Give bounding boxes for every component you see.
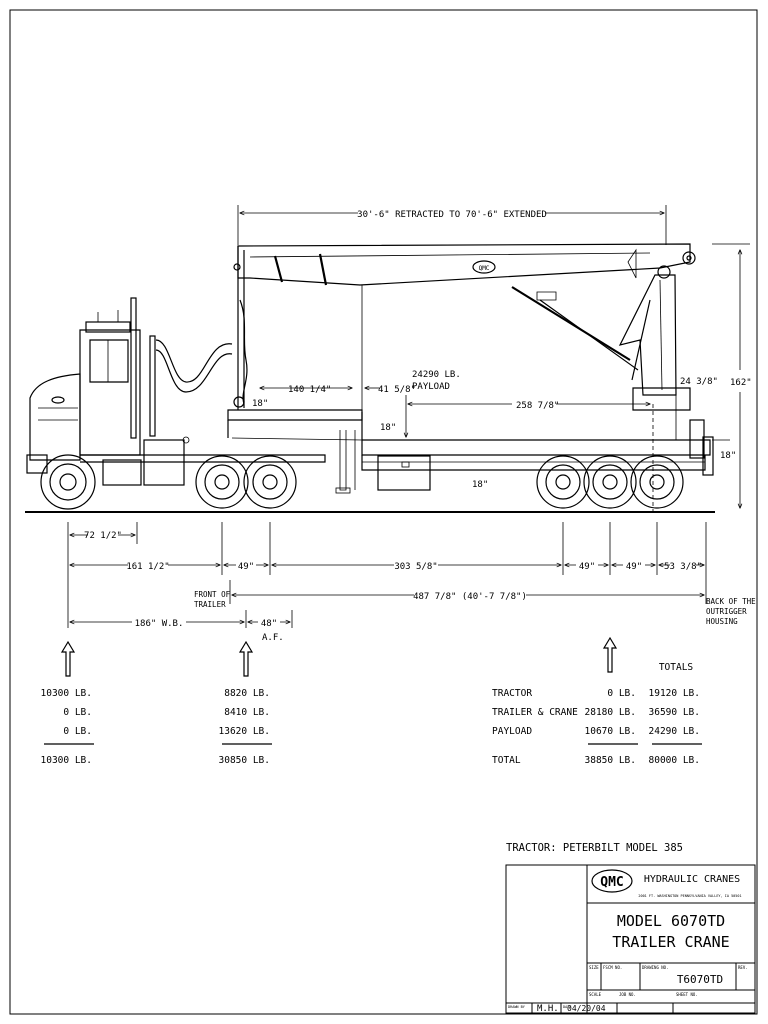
drawing-number: T6070TD [677, 973, 723, 986]
scale-label: SCALE [589, 992, 602, 997]
steer-axle-loads: 10300 LB. 0 LB. 0 LB. 10300 LB. [41, 688, 94, 766]
row-total-total: 80000 LB. [649, 755, 700, 766]
drive-load-total: 30850 LB. [219, 755, 270, 766]
steer-wheel [40, 454, 96, 510]
model-line-1: MODEL 6070TD [617, 912, 725, 930]
title-block: QMC HYDRAULIC CRANES 2001 FT. WASHINGTON… [505, 864, 756, 1014]
payload-note-1: 24290 LB. [412, 370, 461, 380]
size-label: SIZE [589, 965, 599, 970]
fscm-label: FSCM NO. [603, 965, 622, 970]
back-housing-1: BACK OF THE [706, 597, 756, 606]
overall-height-dimension: 162" [712, 243, 752, 508]
af-label: A.F. [262, 633, 284, 643]
row-trailer-axles-total: 38850 LB. [585, 755, 636, 766]
company-name: HYDRAULIC CRANES [644, 874, 740, 885]
drive-load-2: 8410 LB. [224, 707, 270, 718]
dim-186: 186" W.B. [135, 619, 184, 629]
row-label-payload: PAYLOAD [492, 726, 532, 737]
boom-tip-sheave [682, 251, 696, 265]
drive-load-3: 13620 LB. [219, 726, 270, 737]
row-total-tractor: 19120 LB. [649, 688, 700, 699]
dim-18b: 18" [380, 423, 396, 433]
sheet-label: SHEET NO. [676, 992, 698, 997]
company-address: 2001 FT. WASHINGTON PENNSYLVANIA VALLEY,… [638, 894, 741, 898]
dim-49c: 49" [626, 562, 642, 572]
axle-dimensions: 72 1/2" 161 1/2" 49" 303 5/8" 49" 49" 53… [67, 522, 756, 643]
row-label-total: TOTAL [492, 755, 521, 766]
steer-load-total: 10300 LB. [41, 755, 92, 766]
drive-wheel-2 [243, 455, 297, 509]
dim-18a: 18" [252, 399, 268, 409]
boom-logo-text: QMC [479, 265, 490, 272]
date-label: DATE [563, 1005, 571, 1009]
dim-24: 24 3/8" [680, 377, 718, 387]
load-arrows [60, 636, 618, 677]
boom-reach-label: 30'-6" RETRACTED TO 70'-6" EXTENDED [357, 210, 547, 220]
side-view-dimensions: 140 1/4" 41 5/8" 24290 LB. PAYLOAD 258 7… [252, 370, 736, 490]
boom-reach-dimension: 30'-6" RETRACTED TO 70'-6" EXTENDED [237, 205, 667, 245]
steer-load-3: 0 LB. [63, 726, 92, 737]
date-value: 04/20/04 [567, 1004, 606, 1013]
dim-48: 48" [261, 619, 277, 629]
row-total-trailer: 36590 LB. [649, 707, 700, 718]
company-logo-text: QMC [600, 875, 623, 890]
trailer-wheel-3 [630, 455, 684, 509]
back-housing-2: OUTRIGGER [706, 607, 747, 616]
dim-258: 258 7/8" [516, 401, 559, 411]
row-trailer-axles-payload: 10670 LB. [585, 726, 636, 737]
trailer-wheel-2 [583, 455, 637, 509]
drive-load-1: 8820 LB. [224, 688, 270, 699]
model-line-2: TRAILER CRANE [612, 933, 729, 951]
boom-logo [472, 260, 496, 274]
dim-18c: 18" [472, 480, 488, 490]
job-label: JOB NO. [619, 992, 636, 997]
toolbox [377, 455, 431, 491]
steer-load-1: 10300 LB. [41, 688, 92, 699]
dim-41: 41 5/8" [378, 385, 416, 395]
overall-height-label: 162" [730, 378, 752, 388]
dim-140: 140 1/4" [288, 385, 331, 395]
dim-161: 161 1/2" [126, 562, 169, 572]
front-of-trailer-1: FRONT OF [194, 590, 231, 599]
dim-49b: 49" [579, 562, 595, 572]
front-of-trailer-2: TRAILER [194, 600, 226, 609]
row-trailer-axles-tractor: 0 LB. [607, 688, 636, 699]
drawing-no-label: DRAWING NO. [642, 965, 669, 970]
drawn-by-label: DRAWN BY [508, 1005, 526, 1009]
totals-header: TOTALS [659, 662, 694, 673]
dim-487: 487 7/8" (40'-7 7/8") [413, 592, 527, 602]
dim-49a: 49" [238, 562, 254, 572]
rev-label: REV. [738, 965, 748, 970]
drive-wheel-1 [195, 455, 249, 509]
row-trailer-axles-trailer: 28180 LB. [585, 707, 636, 718]
drawn-by: M.H. [537, 1004, 559, 1014]
sheet-border [9, 9, 758, 1015]
trailer-deck [227, 395, 714, 512]
row-label-tractor: TRACTOR [492, 688, 532, 699]
back-housing-3: HOUSING [706, 617, 738, 626]
drive-axle-loads: 8820 LB. 8410 LB. 13620 LB. 30850 LB. [219, 688, 272, 766]
steer-load-2: 0 LB. [63, 707, 92, 718]
dim-303: 303 5/8" [394, 562, 437, 572]
wheels [40, 454, 684, 510]
dim-53: 53 3/8" [664, 562, 702, 572]
row-label-trailer: TRAILER & CRANE [492, 707, 578, 718]
tractor-truck [26, 297, 326, 486]
dim-72: 72 1/2" [84, 531, 122, 541]
crane-boom: QMC [233, 243, 696, 412]
company-logo [591, 869, 633, 893]
trailer-wheel-1 [536, 455, 590, 509]
tractor-note: TRACTOR: PETERBILT MODEL 385 [506, 842, 683, 854]
row-total-payload: 24290 LB. [649, 726, 700, 737]
load-table: TOTALS TRACTOR 0 LB. 19120 LB. TRAILER &… [492, 662, 702, 766]
payload-note-2: PAYLOAD [412, 382, 450, 392]
dim-18d: 18" [720, 451, 736, 461]
